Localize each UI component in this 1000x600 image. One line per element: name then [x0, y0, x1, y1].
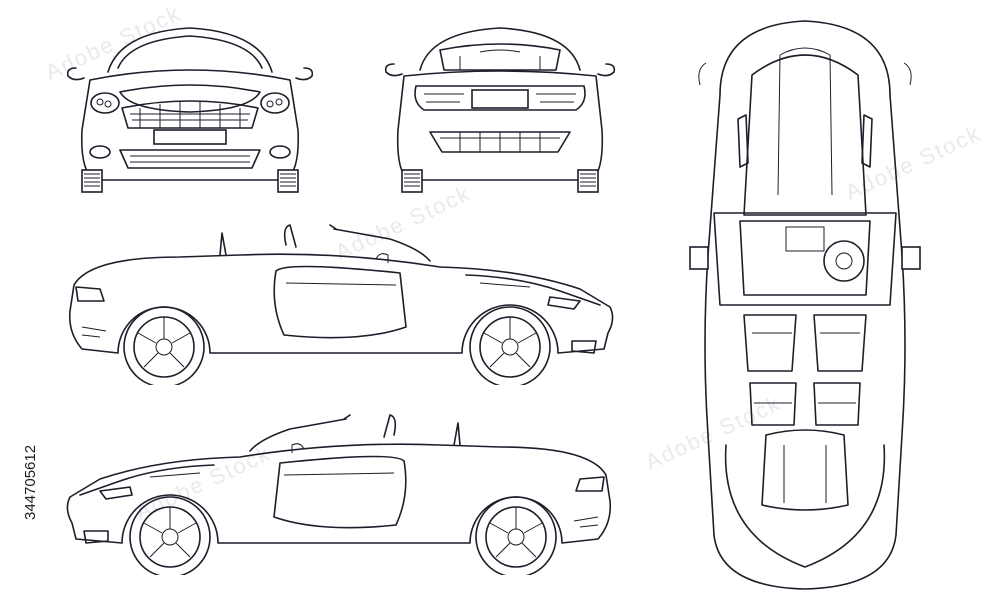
stock-id-label: 344705612 — [4, 360, 39, 520]
car-front-view — [66, 27, 314, 193]
car-side-view-left — [68, 224, 614, 385]
car-top-view — [689, 20, 921, 590]
stock-id-text: 344705612 — [22, 444, 39, 520]
car-side-view-right — [66, 414, 612, 575]
car-rear-view — [384, 27, 616, 193]
